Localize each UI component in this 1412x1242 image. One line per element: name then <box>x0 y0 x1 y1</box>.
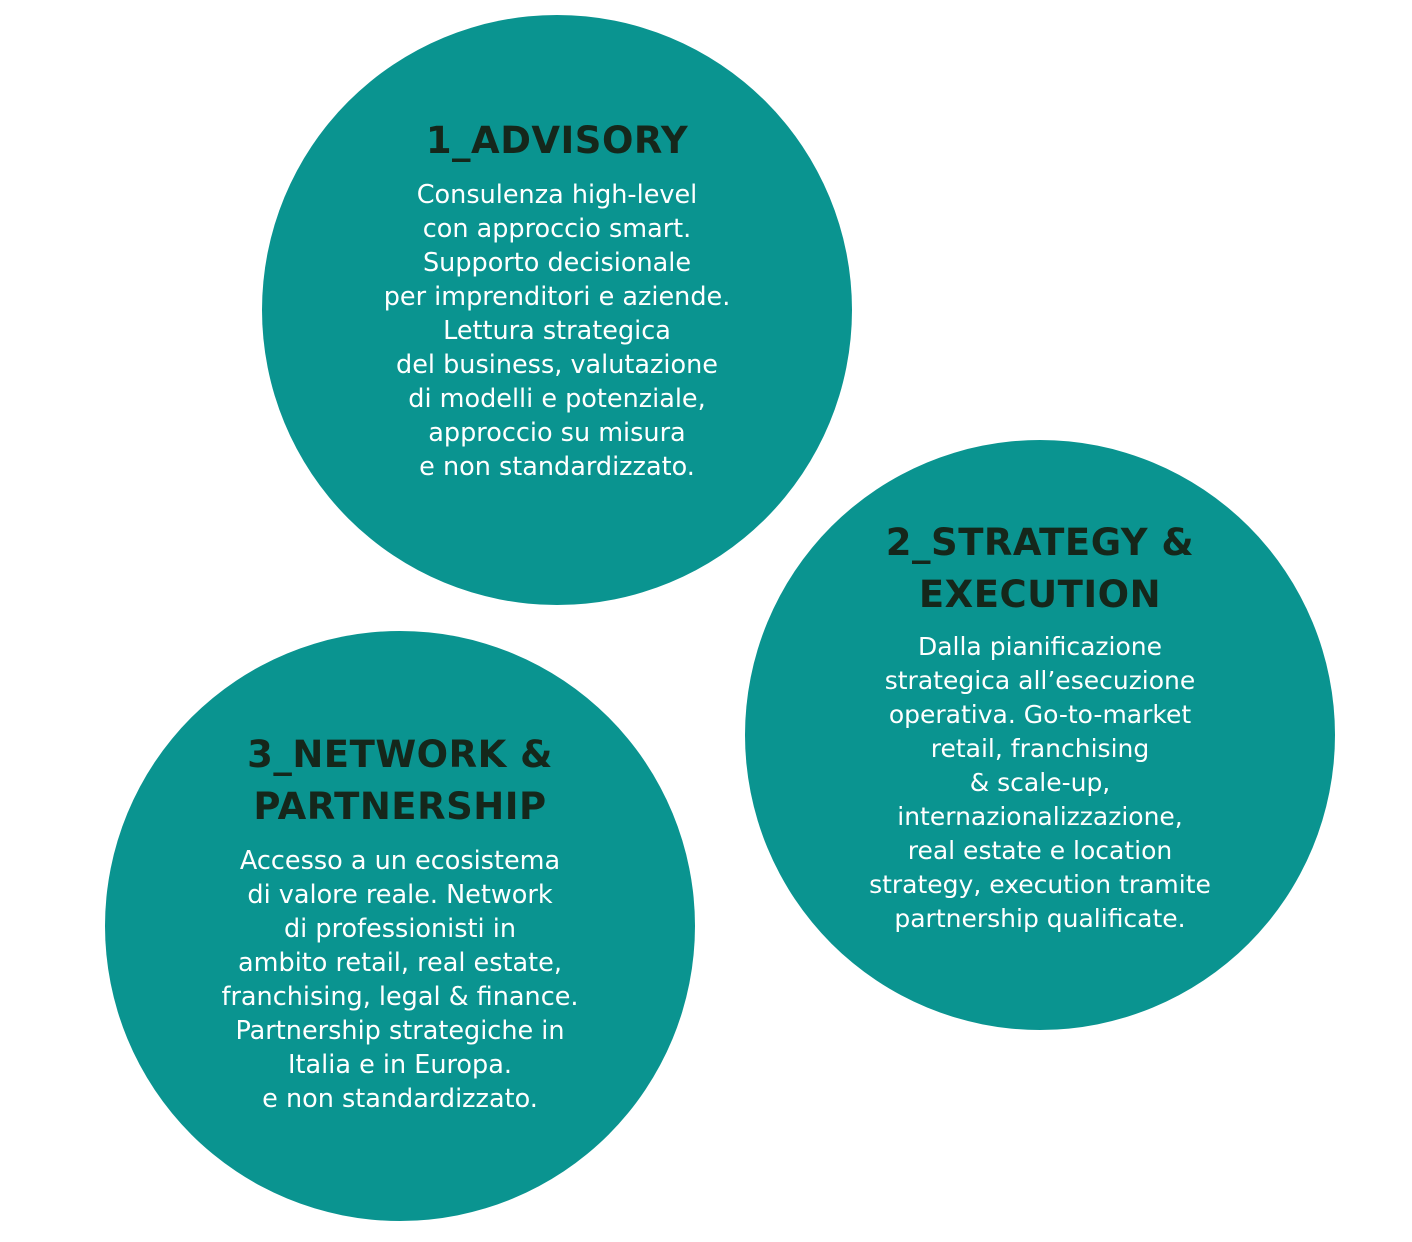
network-partnership-description-line: e non standardizzato. <box>262 1084 538 1114</box>
strategy-execution-title-line: EXECUTION <box>918 573 1162 616</box>
strategy-execution-description-line: Dalla pianificazione <box>917 632 1163 661</box>
advisory-description-line: approccio su misura <box>428 418 686 448</box>
network-partnership-description-line: Accesso a un ecosistema <box>239 846 561 876</box>
network-partnership-description-line: di professionisti in <box>284 914 516 944</box>
network-partnership-title: 3_NETWORK & PARTNERSHIP <box>105 729 695 833</box>
advisory-description-line: del business, valutazione <box>396 350 718 380</box>
strategy-execution-description-line: & scale-up, <box>969 768 1111 797</box>
network-partnership-description-line: ambito retail, real estate, <box>238 948 562 978</box>
strategy-execution-description-line: operativa. Go-to-market <box>888 700 1192 729</box>
network-partnership-title-line: PARTNERSHIP <box>253 785 547 828</box>
advisory-description-line: per imprenditori e aziende. <box>383 282 731 312</box>
strategy-execution-description-line: real estate e location <box>907 836 1173 865</box>
advisory-description-line: Consulenza high-level <box>416 180 698 210</box>
advisory-title: 1_ADVISORY <box>262 115 852 167</box>
network-partnership-description-line: franchising, legal & finance. <box>221 982 579 1012</box>
network-partnership-description-line: Partnership strategiche in <box>235 1016 565 1046</box>
strategy-execution-title: 2_STRATEGY & EXECUTION <box>745 517 1335 621</box>
strategy-execution-description: Dalla pianificazione strategica all’esec… <box>745 630 1335 936</box>
advisory-description: Consulenza high-level con approccio smar… <box>262 178 852 484</box>
advisory-description-line: di modelli e potenziale, <box>408 384 706 414</box>
advisory-description-line: Supporto decisionale <box>422 248 692 278</box>
strategy-execution-description-line: partnership qualificate. <box>894 904 1186 933</box>
advisory-description-line: e non standardizzato. <box>419 452 695 482</box>
network-partnership-title-line: 3_NETWORK & <box>247 733 553 776</box>
network-partnership-description-line: di valore reale. Network <box>247 880 553 910</box>
network-partnership-description: Accesso a un ecosistema di valore reale.… <box>105 844 695 1116</box>
strategy-execution-description-line: retail, franchising <box>930 734 1150 763</box>
advisory-circle: 1_ADVISORY Consulenza high-level con app… <box>262 15 852 605</box>
strategy-execution-description-line: strategy, execution tramite <box>869 870 1211 899</box>
advisory-title-line: 1_ADVISORY <box>425 119 689 162</box>
strategy-execution-title-line: 2_STRATEGY & <box>885 521 1195 564</box>
strategy-execution-description-line: internazionalizzazione, <box>897 802 1183 831</box>
advisory-description-line: Lettura strategica <box>443 316 671 346</box>
advisory-description-line: con approccio smart. <box>422 214 692 244</box>
network-partnership-description-line: Italia e in Europa. <box>288 1050 512 1080</box>
strategy-execution-description-line: strategica all’esecuzione <box>884 666 1196 695</box>
strategy-execution-circle: 2_STRATEGY & EXECUTION Dalla pianificazi… <box>745 440 1335 1030</box>
network-partnership-circle: 3_NETWORK & PARTNERSHIP Accesso a un eco… <box>105 631 695 1221</box>
